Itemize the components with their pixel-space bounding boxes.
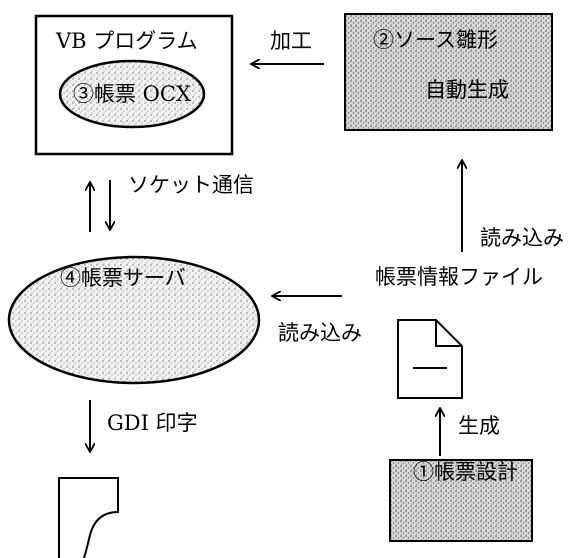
report-info-file-label: 帳票情報ファイル [375,265,543,289]
source-template-box [344,13,553,131]
report-server-label: ④帳票サーバ [60,266,186,290]
edge-label-read-in-right: 読み込み [480,226,564,250]
printed-paper-icon [58,477,119,558]
edge-label-process: 加工 [270,29,312,53]
vb-program-title: VB プログラム [56,29,198,53]
edge-label-gdi-print: GDI 印字 [107,411,198,435]
edge-label-generate: 生成 [458,414,500,438]
edge-label-read-in-left: 読み込み [278,321,362,345]
report-design-box [389,459,533,542]
edge-label-socket: ソケット通信 [128,173,254,197]
source-template-line2: 自動生成 [425,78,509,102]
report-design-label: ①帳票設計 [413,460,518,484]
report-ocx-ellipse [58,59,206,129]
document-icon [397,319,463,399]
report-ocx-label: ③帳票 OCX [73,82,191,106]
report-server-ellipse [7,255,261,385]
source-template-line1: ②ソース雛形 [373,28,498,52]
